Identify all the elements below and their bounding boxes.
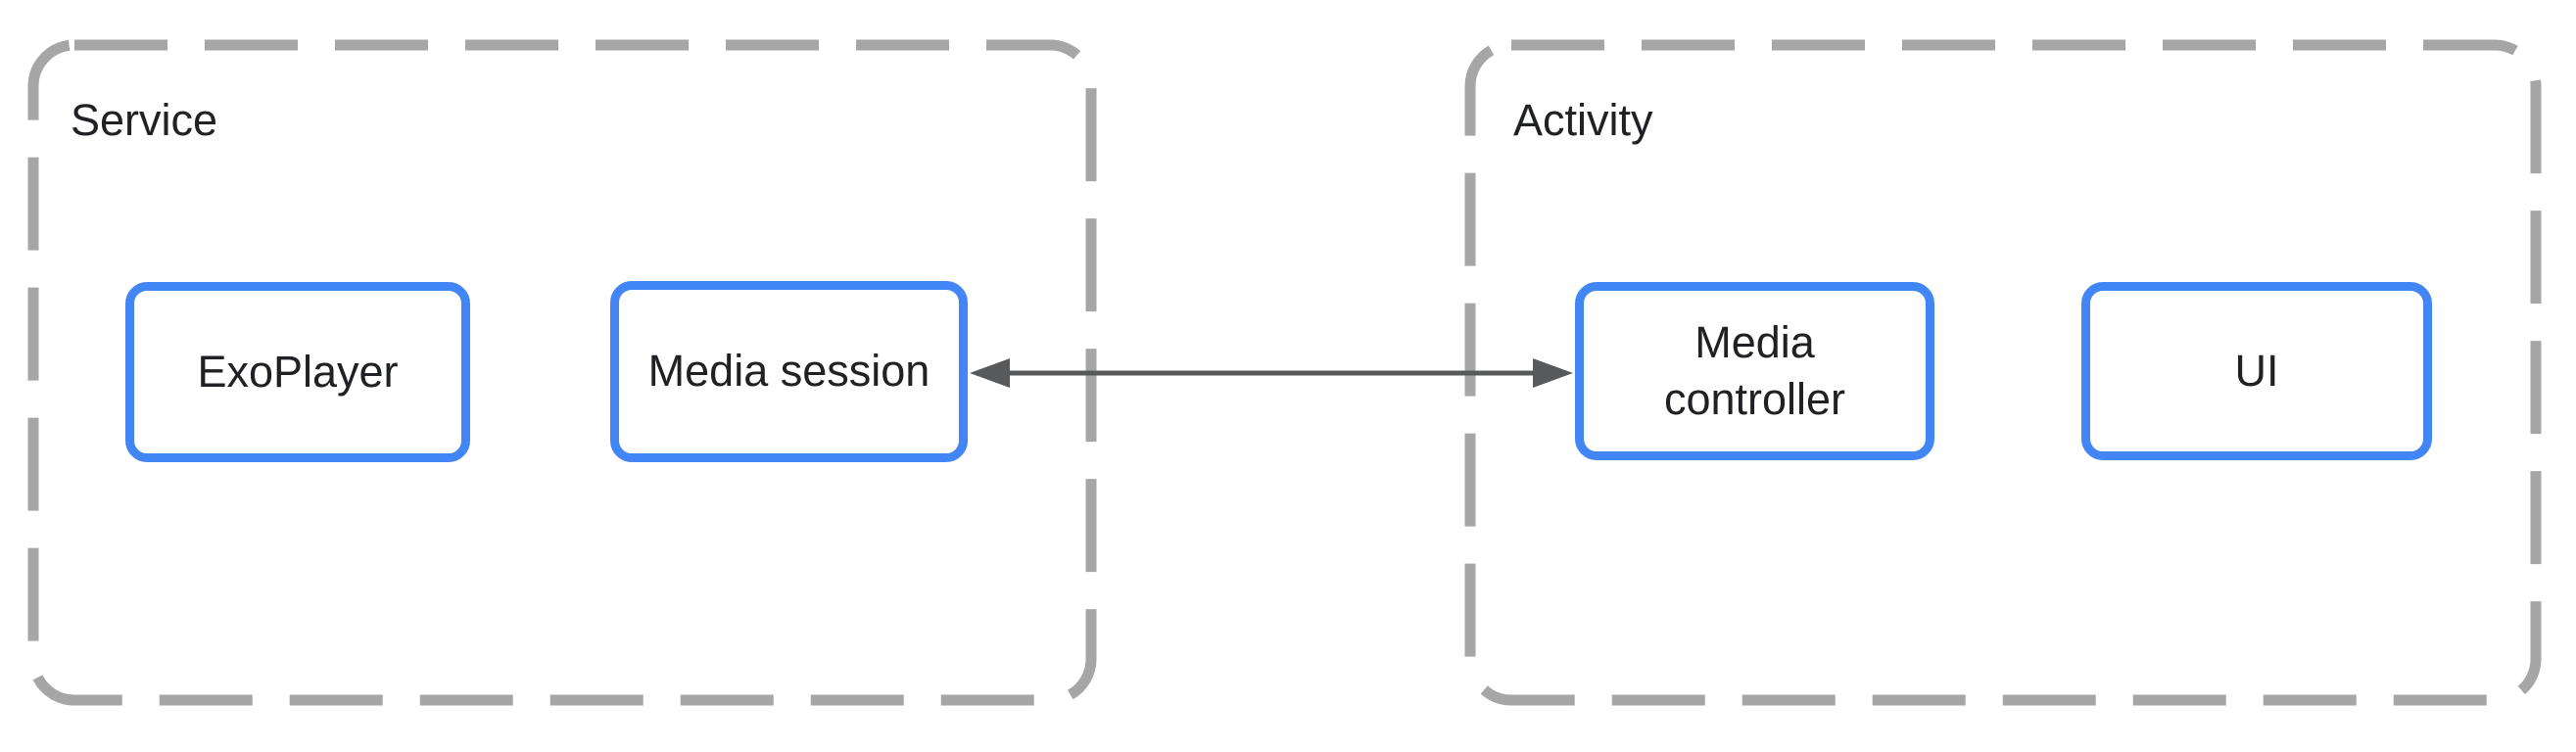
arrowhead-left	[970, 358, 1010, 388]
service-container-label: Service	[71, 95, 218, 145]
exoplayer-node: ExoPlayer	[125, 282, 470, 462]
media-controller-node: Media controller	[1575, 282, 1934, 460]
media-controller-node-label: Media controller	[1663, 316, 1846, 425]
ui-node-label: UI	[2234, 345, 2279, 396]
exoplayer-node-label: ExoPlayer	[197, 346, 399, 397]
arrowhead-right	[1533, 358, 1573, 388]
activity-container-label: Activity	[1513, 95, 1653, 145]
bidirectional-arrow	[970, 358, 1573, 388]
media-session-node-label: Media session	[647, 346, 930, 397]
media-session-node: Media session	[610, 281, 968, 462]
ui-node: UI	[2081, 282, 2432, 460]
